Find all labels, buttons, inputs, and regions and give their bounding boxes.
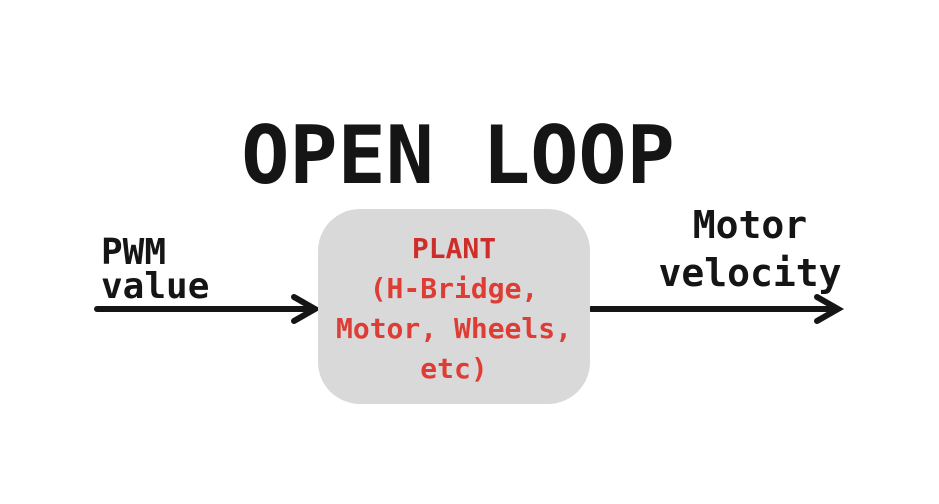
plant-block-detail-line2: Motor, Wheels,	[335, 311, 572, 345]
pwm-value-label-line1: PWM	[101, 232, 167, 273]
motor-velocity-label-line2: velocity	[658, 251, 842, 295]
motor-velocity-label-line1: Motor	[692, 203, 808, 247]
pwm-value-label: PWM value	[101, 232, 210, 307]
pwm-value-label-line2: value	[101, 266, 210, 307]
plant-block-detail-line1: (H-Bridge,	[369, 271, 539, 305]
plant-block: PLANT (H-Bridge, Motor, Wheels, etc)	[318, 209, 590, 404]
output-arrow	[588, 294, 845, 324]
motor-velocity-label: Motor velocity	[658, 201, 841, 297]
diagram-title: OPEN LOOP	[241, 109, 675, 202]
plant-block-title: PLANT	[411, 231, 497, 265]
plant-block-detail-line3: etc)	[420, 351, 488, 385]
